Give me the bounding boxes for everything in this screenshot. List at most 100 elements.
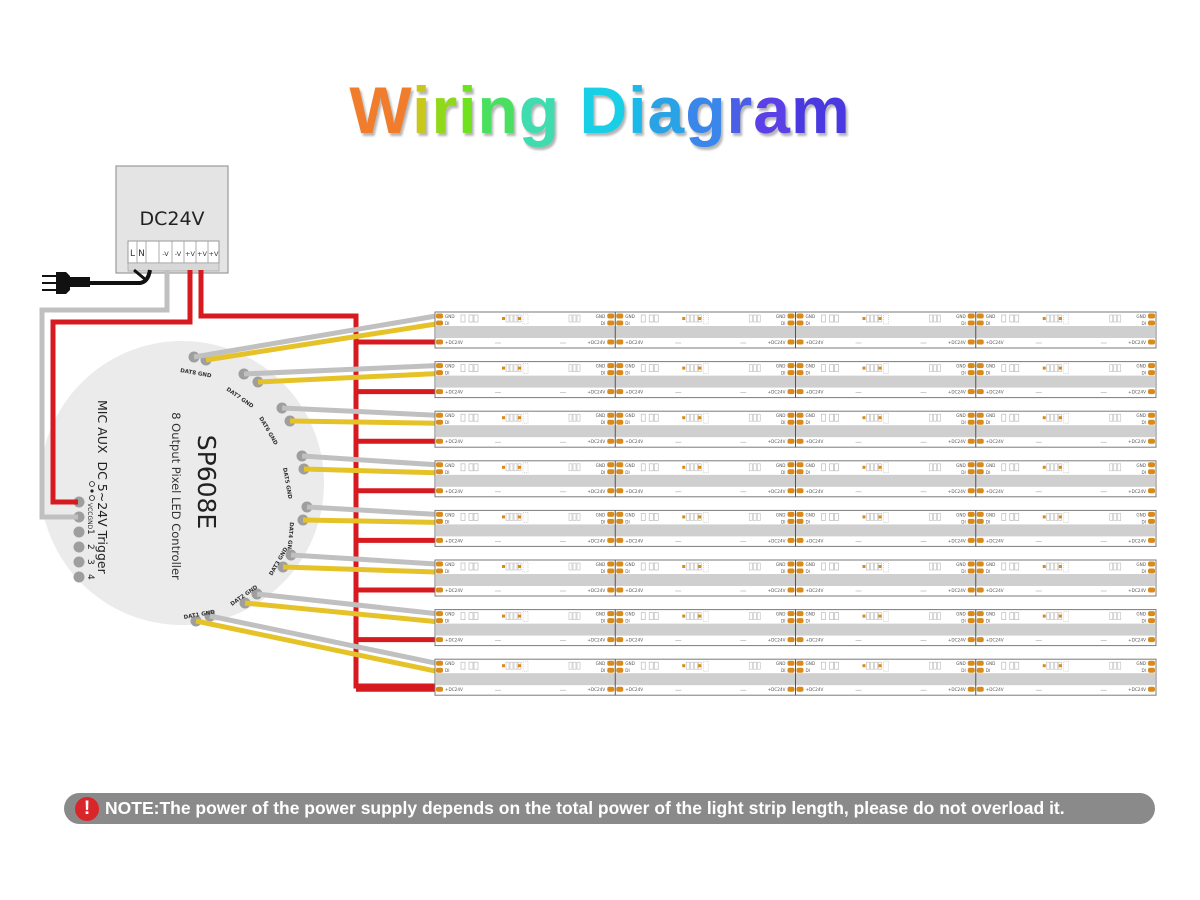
terminal-base (127, 262, 220, 272)
pad-label: DI (445, 668, 449, 673)
pad-label: +DC24V (625, 439, 643, 444)
solder-pad (607, 389, 615, 395)
ic-mark (648, 661, 654, 670)
pad-label: +DC24V (948, 489, 966, 494)
pad-label: +DC24V (625, 588, 643, 593)
pad-label: +DC24V (948, 588, 966, 593)
resistor-mark (509, 661, 514, 670)
pad-label: DI (806, 519, 810, 524)
solder-pad (616, 511, 624, 517)
pad-label: GND (445, 661, 455, 666)
strip-ground-wire (301, 453, 437, 468)
pad-label: DI (986, 569, 990, 574)
pad-label: GND (986, 612, 996, 617)
pad-label: GND (596, 463, 606, 468)
pad-label: DI (986, 668, 990, 673)
pad-label: +DC24V (806, 489, 824, 494)
led-strip: GNDDI+DC24VGNDDI+DC24VGNDDI+DC24VGNDDI+D… (434, 609, 1157, 647)
resistor-mark (576, 562, 581, 571)
ic-mark (648, 513, 654, 521)
pad-label: +DC24V (445, 390, 463, 395)
pad-label: GND (625, 314, 635, 319)
led-chip (862, 465, 866, 469)
solder-pad (616, 469, 624, 475)
controller-subtitle: 8 Output Pixel LED Controller (169, 412, 183, 580)
pad-label: DI (781, 321, 785, 326)
resistor-mark (689, 364, 694, 372)
pad-label: GND (625, 413, 635, 418)
resistor-mark (866, 612, 870, 620)
pad-label: GND (806, 562, 816, 567)
pad-label: GND (806, 612, 816, 617)
solder-pad (976, 370, 984, 376)
pad-label: GND (445, 413, 455, 418)
power-bus-wire (198, 270, 436, 689)
ic-mark (1014, 314, 1020, 323)
pad-label: DI (961, 470, 965, 475)
pad-label: DI (1142, 420, 1146, 425)
ic-outline (522, 611, 529, 622)
title-letter: D (579, 73, 629, 147)
pad-label: +DC24V (1128, 588, 1146, 593)
led-chip (518, 317, 521, 320)
solder-pad (967, 339, 975, 345)
led-chip (518, 416, 521, 420)
resistor-mark (1050, 562, 1055, 571)
ic-mark (468, 413, 474, 422)
resistor-mark (933, 513, 937, 521)
ic-mark (648, 562, 654, 571)
resistor-mark (505, 562, 510, 571)
solder-pad (976, 537, 984, 543)
pad-label: +DC24V (768, 538, 786, 543)
ic-outline (522, 313, 529, 325)
solder-pad (967, 412, 975, 418)
pad-label: +DC24V (445, 538, 463, 543)
solder-pad (1148, 637, 1155, 643)
pad-label: +DC24V (445, 588, 463, 593)
solder-pad (976, 488, 984, 494)
ic-outline (702, 412, 709, 424)
ic-mark (834, 562, 839, 571)
solder-pad (1148, 611, 1155, 617)
led-chip (862, 664, 866, 668)
led-strip: GNDDI+DC24VGNDDI+DC24VGNDDI+DC24VGNDDI+D… (434, 658, 1157, 696)
led-chip (682, 614, 686, 618)
strip-ground-wire (209, 613, 437, 666)
pad-label: +DC24V (587, 390, 605, 395)
resistor-mark (689, 413, 694, 422)
pad-label: +DC24V (1128, 390, 1146, 395)
terminal-label: -V (162, 250, 169, 258)
solder-pad (607, 363, 615, 369)
resistor-mark (505, 661, 510, 670)
ic-mark (640, 463, 646, 472)
pad-label: DI (601, 470, 605, 475)
resistor-mark (874, 364, 878, 372)
solder-pad (967, 320, 975, 326)
pin-label: 1 (85, 529, 95, 535)
led-chip (518, 366, 521, 370)
resistor-mark (509, 364, 514, 372)
solder-pad (976, 389, 984, 395)
solder-pad (436, 320, 443, 326)
ic-mark (460, 314, 466, 323)
solder-pad (787, 320, 795, 326)
solder-pad (967, 660, 975, 666)
note-banner: ! NOTE:The power of the power supply dep… (64, 793, 1155, 824)
ic-mark (1001, 364, 1007, 372)
pad-label: GND (956, 364, 966, 369)
pad-label: DI (445, 470, 449, 475)
resistor-mark (870, 513, 874, 521)
solder-pad (787, 488, 795, 494)
pad-label: +DC24V (445, 638, 463, 643)
resistor-mark (505, 314, 510, 323)
solder-pad (616, 339, 624, 345)
pad-label: GND (776, 661, 786, 666)
pad-label: GND (776, 562, 786, 567)
resistor-mark (1117, 314, 1122, 323)
resistor-mark (505, 513, 510, 521)
pad-label: +DC24V (806, 439, 824, 444)
ic-mark (829, 463, 834, 472)
resistor-mark (929, 314, 933, 323)
pad-label: +DC24V (768, 390, 786, 395)
resistor-mark (866, 314, 870, 323)
